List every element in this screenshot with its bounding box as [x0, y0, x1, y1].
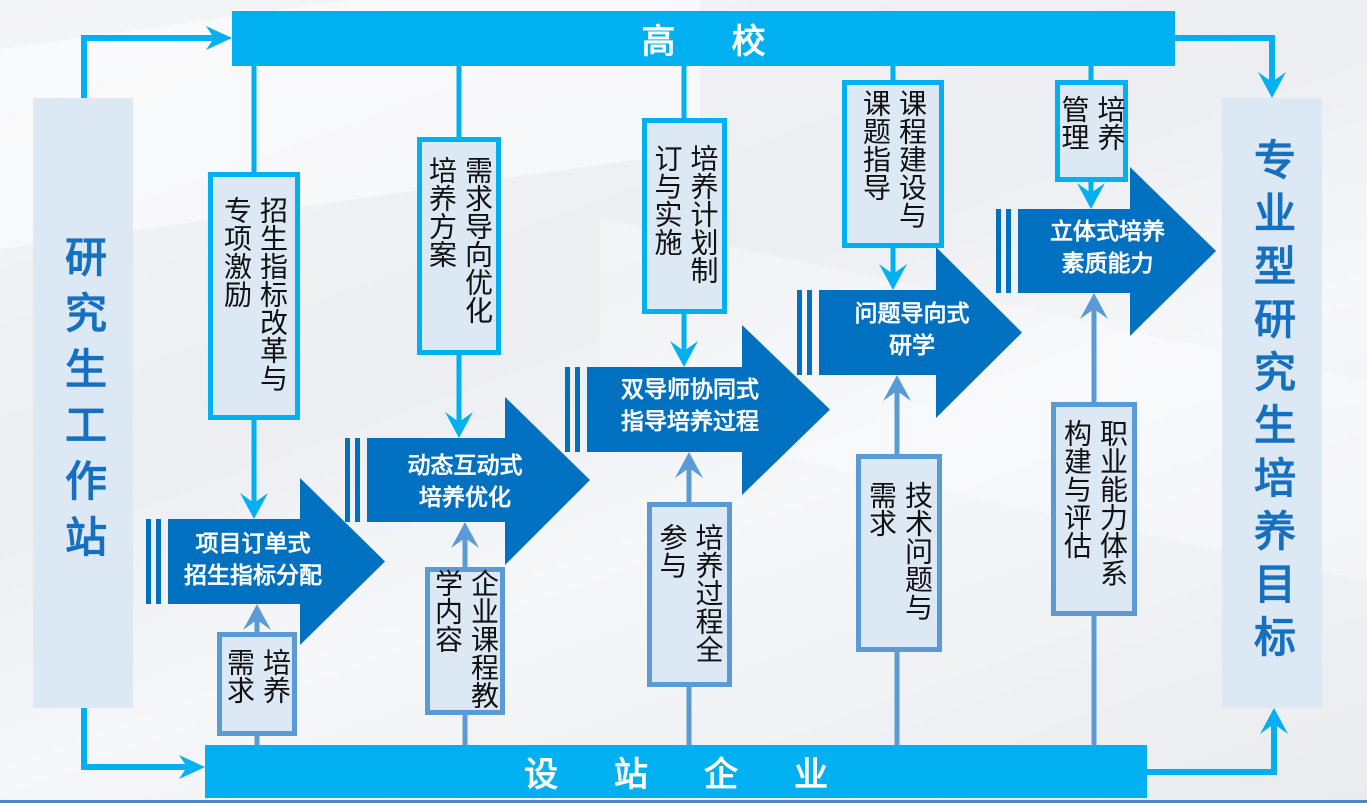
university-to-goal-line	[1175, 35, 1275, 86]
workstation-to-enterprise-line	[81, 708, 192, 770]
university-bar: 高校	[232, 11, 1175, 66]
stage-1-arrow	[146, 478, 385, 645]
stage-3-arrow	[565, 325, 830, 495]
stage-3-top-note: 培养计划制订与实施	[642, 118, 727, 314]
arrow-stripe	[996, 209, 1001, 293]
stage-2-up-arrowhead	[451, 522, 479, 548]
arrow-body	[1018, 167, 1216, 336]
stage-5-top-note: 培养管理	[1055, 80, 1128, 182]
training-goal-box: 专业型研究生培养目标	[1222, 98, 1322, 708]
arrow-body	[587, 325, 830, 495]
stage-3-up-arrowhead	[675, 452, 703, 478]
connectors	[81, 26, 1288, 779]
arrow-stripe	[797, 290, 802, 375]
stage-4-bottom-note: 技术问题与需求	[856, 454, 942, 652]
stage-3-bottom-note: 培养过程全参与	[647, 502, 732, 687]
arrow-body	[367, 397, 590, 565]
university-to-goal-arrowhead	[1258, 72, 1286, 98]
graduate-workstation-label: 研究生工作站	[58, 235, 108, 571]
stage-4-top-note: 课程建设与课题指导	[842, 80, 944, 248]
arrow-stripe	[575, 367, 580, 452]
stage-4-label: 问题导向式 研学	[854, 301, 970, 359]
arrow-stripe	[345, 438, 350, 522]
arrow-body	[168, 478, 385, 645]
stage-5-arrow	[996, 167, 1216, 336]
university-label: 高校	[641, 22, 822, 62]
arrow-stripe	[807, 290, 812, 375]
stage-2-down-arrowhead	[445, 412, 473, 438]
stage-5-label: 立体式培养 素质能力	[1050, 219, 1165, 277]
stage-3-label: 双导师协同式 指导培养过程	[621, 377, 759, 435]
arrow-stripe	[355, 438, 360, 522]
enterprise-to-goal-line	[1147, 720, 1277, 775]
enterprise-to-goal-arrowhead	[1260, 708, 1288, 734]
stage-4-down-arrowhead	[879, 264, 907, 290]
workstation-to-university-arrowhead	[206, 26, 232, 50]
stage-4-arrow	[797, 247, 1022, 418]
stage-4-up-arrowhead	[883, 375, 911, 401]
enterprise-bar: 设站企业	[205, 745, 1147, 798]
bottom-divider	[0, 800, 1367, 803]
arrow-stripe	[146, 519, 151, 604]
stage-2-label: 动态互动式 培养优化	[407, 453, 523, 511]
stage-3-down-arrowhead	[670, 341, 698, 367]
arrow-stripe	[156, 519, 161, 604]
stage-2-top-note: 需求导向优化培养方案	[417, 137, 501, 355]
stage-1-down-arrowhead	[240, 493, 268, 519]
graduate-workstation-box: 研究生工作站	[33, 98, 133, 708]
arrow-body	[819, 247, 1022, 418]
stage-1-up-arrowhead	[243, 604, 271, 630]
stage-1-label: 项目订单式 招生指标分配	[184, 531, 322, 589]
arrow-stripe	[565, 367, 570, 452]
workstation-to-enterprise-arrowhead	[179, 755, 205, 779]
enterprise-label: 设站企业	[524, 755, 884, 795]
workstation-to-university-line	[81, 35, 220, 98]
stage-1-top-note: 招生指标改革与专项激励	[208, 172, 300, 420]
stage-5-up-arrowhead	[1080, 293, 1108, 319]
training-goal-label: 专业型研究生培养目标	[1247, 138, 1297, 668]
stage-arrows	[146, 167, 1216, 645]
stage-2-bottom-note: 企业课程教学内容	[425, 567, 505, 715]
stage-2-arrow	[345, 397, 590, 565]
stage-5-bottom-note: 职业能力体系构建与评估	[1051, 402, 1137, 616]
stage-1-bottom-note: 培养需求	[217, 632, 297, 736]
stage-5-down-arrowhead	[1077, 183, 1105, 209]
arrow-stripe	[1006, 209, 1011, 293]
